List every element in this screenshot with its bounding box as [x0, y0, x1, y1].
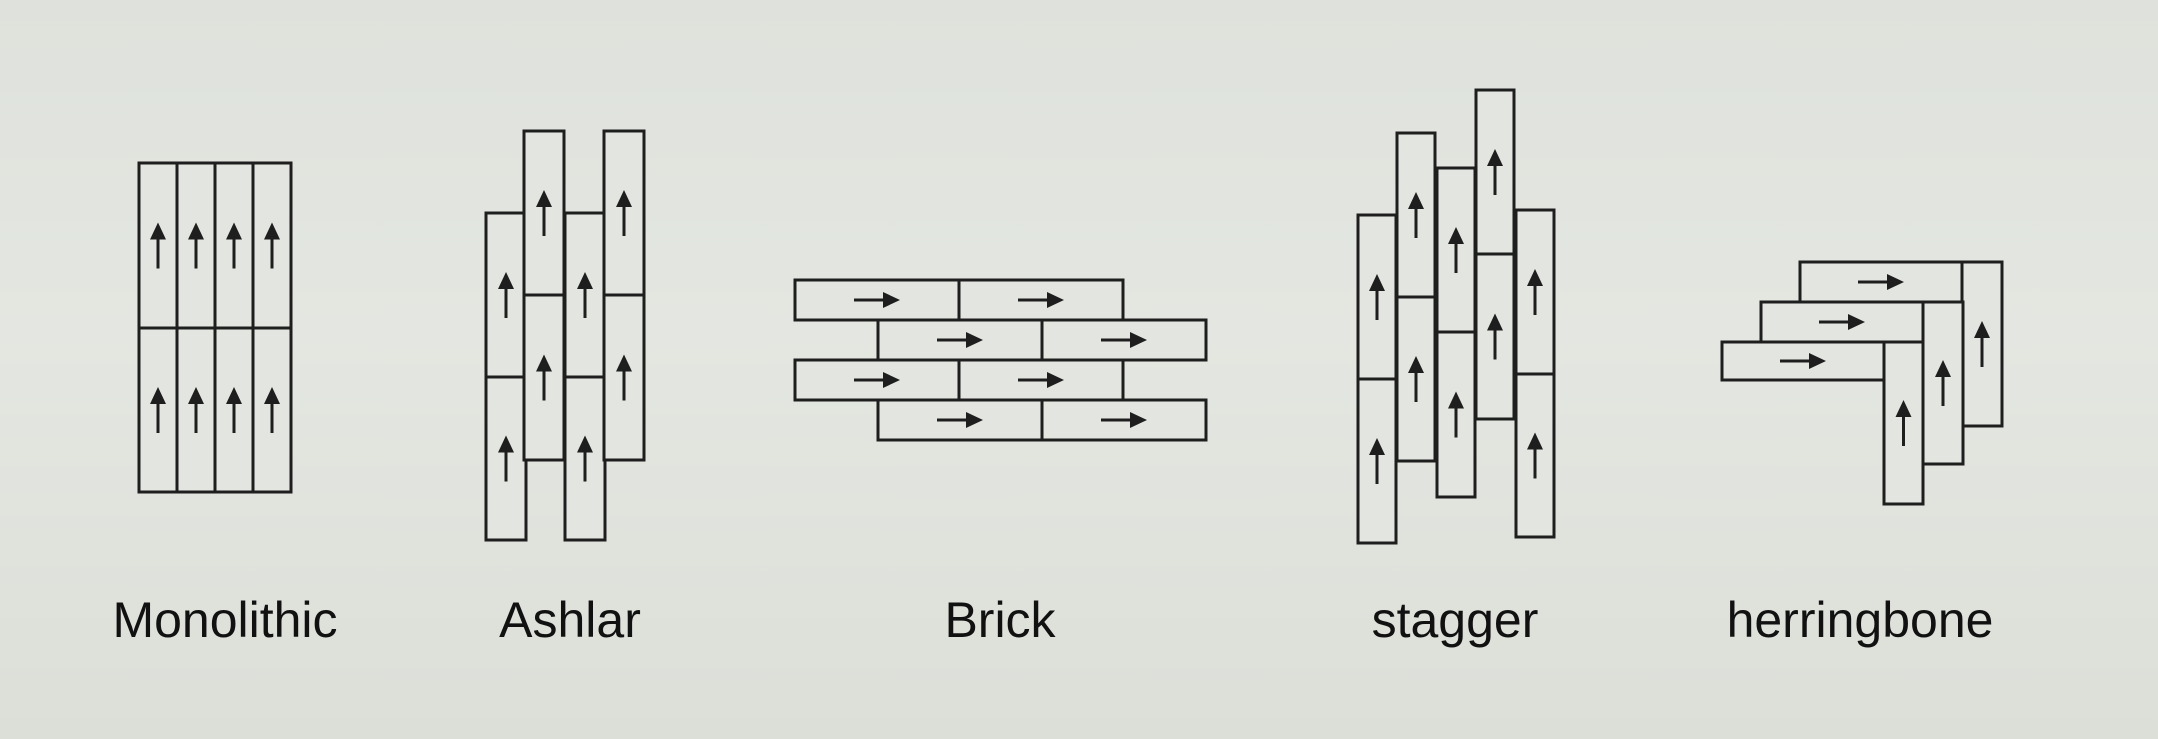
arrow-right-icon [1101, 332, 1147, 348]
tile [1474, 88, 1516, 256]
arrow-up-icon [536, 190, 552, 236]
tile [1356, 377, 1398, 545]
arrow-up-icon [498, 435, 514, 482]
tile [213, 326, 255, 494]
arrow-up-icon [150, 387, 166, 433]
arrow-right-icon [1858, 274, 1904, 290]
tile [137, 161, 179, 330]
arrow-right-icon [937, 332, 983, 348]
tile [602, 293, 646, 462]
tile [563, 375, 607, 542]
tile [1040, 398, 1208, 442]
arrow-right-icon [854, 292, 900, 308]
tile [1395, 131, 1437, 299]
arrow-up-icon [577, 272, 593, 318]
pattern-monolithic [137, 161, 293, 494]
arrow-up-icon [1935, 360, 1951, 406]
tile [1435, 166, 1477, 334]
tile [563, 211, 607, 379]
tile [1921, 300, 1965, 466]
arrow-up-icon [616, 354, 632, 401]
tile [484, 375, 528, 542]
arrow-up-icon [1487, 313, 1503, 360]
arrow-up-icon [1974, 321, 1990, 367]
tile [1720, 340, 1886, 382]
tile [1435, 330, 1477, 499]
arrow-right-icon [937, 412, 983, 428]
tile [175, 326, 217, 494]
tile [213, 161, 255, 330]
arrow-right-icon [1018, 292, 1064, 308]
arrow-up-icon [1408, 192, 1424, 238]
tile [602, 129, 646, 297]
tile [137, 326, 179, 494]
arrow-up-icon [536, 354, 552, 401]
arrow-up-icon [264, 387, 280, 433]
label-herringbone: herringbone [1726, 592, 1994, 648]
tile [484, 211, 528, 379]
arrow-up-icon [1369, 438, 1385, 484]
arrow-up-icon [1527, 432, 1543, 479]
tile [1960, 260, 2004, 428]
arrow-up-icon [616, 190, 632, 236]
tile [251, 326, 293, 494]
tile [1514, 372, 1556, 539]
arrow-right-icon [1018, 372, 1064, 388]
tile [1356, 213, 1398, 381]
tile [1040, 318, 1208, 362]
label-monolithic: Monolithic [112, 592, 338, 648]
tile [876, 318, 1044, 362]
tile [1798, 260, 1964, 304]
arrow-right-icon [1780, 353, 1826, 369]
tile [876, 398, 1044, 442]
label-ashlar: Ashlar [499, 592, 641, 648]
tile [1395, 295, 1437, 463]
pattern-herringbone [1720, 260, 2004, 506]
pattern-stagger [1356, 88, 1556, 545]
tile [793, 278, 961, 322]
arrow-right-icon [1819, 314, 1865, 330]
tile [1474, 252, 1516, 421]
arrow-up-icon [577, 435, 593, 482]
label-stagger: stagger [1371, 592, 1539, 648]
arrow-up-icon [1369, 274, 1385, 320]
tile [1514, 208, 1556, 376]
label-brick: Brick [944, 592, 1056, 648]
arrow-up-icon [150, 222, 166, 269]
pattern-brick [793, 278, 1208, 442]
tile [957, 358, 1125, 402]
tile [522, 293, 566, 462]
tile [522, 129, 566, 297]
tile [793, 358, 961, 402]
pattern-ashlar [484, 129, 646, 542]
arrow-up-icon [226, 222, 242, 269]
arrow-right-icon [1101, 412, 1147, 428]
tile [175, 161, 217, 330]
arrow-up-icon [1527, 269, 1543, 315]
arrow-up-icon [188, 387, 204, 433]
arrow-up-icon [498, 272, 514, 318]
tile [957, 278, 1125, 322]
arrow-up-icon [1448, 227, 1464, 273]
tile [1759, 300, 1925, 344]
arrow-up-icon [188, 222, 204, 269]
arrow-up-icon [264, 222, 280, 269]
arrow-up-icon [1448, 391, 1464, 438]
arrow-up-icon [1408, 356, 1424, 402]
arrow-up-icon [1895, 400, 1912, 446]
arrow-up-icon [1487, 149, 1503, 195]
arrow-up-icon [226, 387, 242, 433]
tile [251, 161, 293, 330]
tile [1882, 340, 1925, 506]
arrow-right-icon [854, 372, 900, 388]
